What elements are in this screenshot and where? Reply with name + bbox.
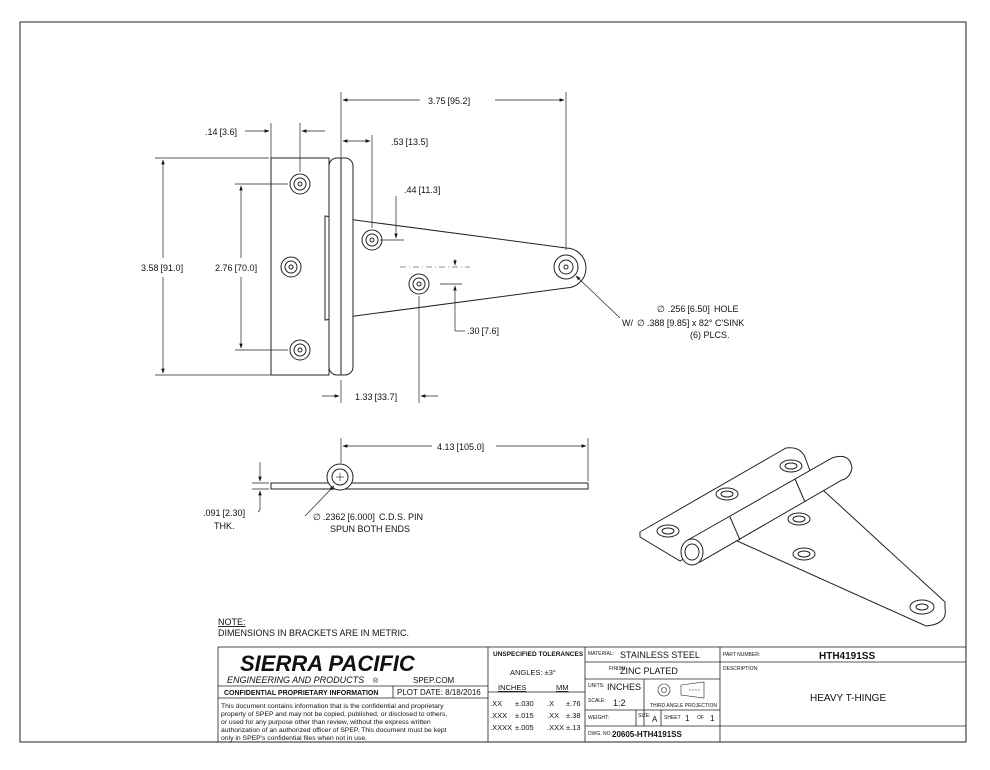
trademark-icon: ® [373, 677, 379, 685]
iso-strap-hole [909, 599, 935, 615]
hole-note-line2: W/∅.388 [9.85] x 82° C'SINK [622, 318, 744, 328]
iso-strap-hole [787, 512, 811, 526]
side-view [270, 463, 589, 491]
top-view [270, 157, 587, 376]
third-angle-projection-icon [657, 681, 705, 699]
dim-hole-spacing: 2.76[70.0] [215, 263, 257, 273]
size-value: A [652, 715, 658, 724]
sheet-value: 1 [685, 714, 690, 723]
leaf-hole [280, 256, 302, 278]
drawing-note: NOTE: DIMENSIONS IN BRACKETS ARE IN METR… [218, 617, 409, 638]
units-label: UNITS: [588, 683, 604, 689]
company-sub: ENGINEERING AND PRODUCTS [227, 675, 364, 685]
dim-edge-to-hole: .14[3.6] [205, 127, 237, 137]
iso-leaf-hole [779, 459, 803, 473]
tolerances-angles: ANGLES: ±3° [510, 668, 556, 677]
tol-row: .XXX±.015.XX±.38 [490, 711, 581, 720]
confidential-text: This document contains information that … [221, 703, 449, 742]
description: HEAVY T-HINGE [810, 693, 886, 704]
dim-strap-offset: .53[13.5] [391, 137, 428, 147]
dim-strap-hole-spacing: 1.33[33.7] [355, 392, 397, 402]
material-label: MATERIAL: [588, 651, 614, 657]
finish-value: ZINC PLATED [620, 666, 678, 676]
hinge-leaf [270, 157, 330, 376]
hole-note-line1: ∅.256[6.50]HOLE [657, 304, 738, 314]
sheet-label: SHEET [664, 715, 681, 721]
company-website: SPEP.COM [413, 676, 455, 685]
title-block-text: SIERRA PACIFIC ENGINEERING AND PRODUCTS … [221, 650, 886, 742]
hinge-strap [324, 215, 587, 321]
iso-knuckle [687, 455, 853, 563]
dim-overall-length: 3.75[95.2] [428, 96, 470, 106]
sheet-total: 1 [710, 714, 715, 723]
side-view-dimensions [252, 438, 589, 517]
top-view-dimensions [155, 92, 621, 403]
description-label: DESCRIPTION: [723, 666, 759, 672]
material-value: STAINLESS STEEL [620, 650, 700, 660]
leaf-hole [289, 339, 311, 361]
company-name: SIERRA PACIFIC [240, 651, 416, 676]
side-view-dim-text: 4.13[105.0] .091[2.30] THK. ∅.2362[6.000… [203, 442, 484, 534]
finish-label: FINISH: [609, 666, 627, 672]
note-heading: NOTE: [218, 617, 246, 627]
strap-hole [553, 254, 579, 280]
dim-thickness: .091[2.30] [203, 508, 245, 518]
tolerances-mm-label: MM [556, 683, 569, 692]
dim-thickness-label: THK. [214, 521, 235, 531]
tol-row: .XX±.030.X±.76 [490, 699, 581, 708]
iso-leaf-hole [715, 487, 739, 501]
tolerances-heading: UNSPECIFIED TOLERANCES [493, 651, 584, 658]
dwg-label: DWG. NO. [588, 731, 612, 737]
isometric-view [639, 447, 946, 627]
scale-label: SCALE: [588, 698, 606, 704]
tol-row: .XXXX±.005.XXX±.13 [490, 723, 581, 732]
dim-strap-hole-drop: .30[7.6] [467, 326, 499, 336]
part-number-label: PART NUMBER: [723, 652, 760, 658]
dwg-number: 20605-HTH4191SS [612, 730, 682, 739]
tolerances-inches-label: INCHES [498, 683, 526, 692]
of-label: OF [697, 715, 704, 721]
units-value: INCHES [607, 682, 641, 692]
leaf-hole [289, 173, 311, 195]
dim-strap-length: 4.13[105.0] [437, 442, 484, 452]
weight-label: WEIGHT: [588, 715, 609, 721]
dim-strap-hole-offset: .44[11.3] [404, 185, 440, 195]
note-text: DIMENSIONS IN BRACKETS ARE IN METRIC. [218, 628, 409, 638]
size-label: SIZE: [638, 713, 651, 719]
top-view-dim-text: 3.75[95.2] .14[3.6] .53[13.5] .44[11.3] … [141, 96, 744, 402]
dim-overall-height: 3.58[91.0] [141, 263, 183, 273]
title-block [217, 646, 967, 743]
pin-note-line1: ∅.2362[6.000]C.D.S. PIN [313, 512, 423, 522]
confidential-heading: CONFIDENTIAL PROPRIETARY INFORMATION [224, 690, 378, 697]
hole-note-line3: (6) PLCS. [690, 330, 730, 340]
projection-label: THIRD ANGLE PROJECTION [650, 703, 717, 709]
part-number: HTH4191SS [819, 651, 875, 662]
plot-date: PLOT DATE: 8/18/2016 [397, 688, 481, 697]
iso-leaf-hole [656, 524, 680, 538]
side-strap [270, 482, 589, 490]
iso-strap-hole [792, 547, 816, 561]
strap-hole [408, 273, 430, 295]
pin-note-line2: SPUN BOTH ENDS [330, 524, 410, 534]
scale-value: 1:2 [613, 698, 626, 708]
sheet-border [19, 21, 967, 743]
